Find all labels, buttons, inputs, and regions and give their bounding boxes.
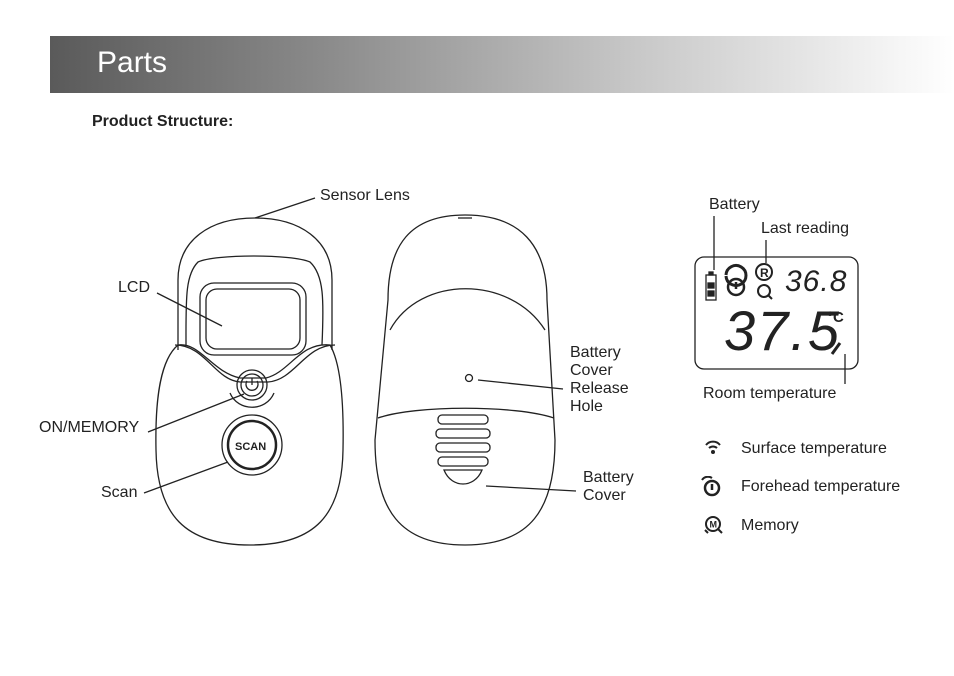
page-title: Parts <box>97 46 168 79</box>
memory-icon: M <box>704 516 723 534</box>
legend-forehead-label: Forehead temperature <box>741 478 901 495</box>
surface-temperature-icon <box>705 440 721 454</box>
lcd-screen-detail: R <box>694 216 859 384</box>
svg-text:R: R <box>760 266 769 280</box>
scan-button-text: SCAN <box>235 441 267 453</box>
front-view-device <box>143 197 344 546</box>
power-button[interactable] <box>236 369 268 401</box>
svg-text:M: M <box>710 520 718 530</box>
legend-surface-label: Surface temperature <box>741 440 887 457</box>
on-memory-label: ON/MEMORY <box>39 419 140 436</box>
lcd-label: LCD <box>118 279 151 296</box>
release-hole <box>464 373 474 383</box>
battery-cover-label-1: Battery <box>583 469 634 486</box>
forehead-temperature-icon <box>701 476 721 497</box>
room-temperature-label: Room temperature <box>703 385 837 402</box>
release-hole-label-2: Cover <box>570 362 613 379</box>
lcd-window <box>199 282 307 356</box>
back-view-device <box>374 214 577 546</box>
battery-icon <box>705 271 717 301</box>
battery-cover-label-2: Cover <box>583 487 626 504</box>
memory-icon-lcd <box>757 284 773 300</box>
release-hole-label-3: Release <box>570 380 629 397</box>
release-hole-label-1: Battery <box>570 344 621 361</box>
scan-button[interactable] <box>221 414 283 476</box>
sensor-lens-label: Sensor Lens <box>320 187 410 204</box>
lcd-small-reading: 36.8 <box>785 265 848 298</box>
forehead-icon <box>724 264 748 297</box>
last-reading-icon: R <box>755 263 773 281</box>
grip-ridges <box>435 414 491 485</box>
last-reading-label: Last reading <box>761 220 850 237</box>
section-header-bar: Parts <box>50 36 954 93</box>
lcd-unit: °C <box>827 309 844 326</box>
section-subtitle: Product Structure: <box>92 113 234 130</box>
lcd-big-reading: 37.5 <box>724 299 841 362</box>
battery-cover <box>377 407 555 419</box>
release-hole-label-4: Hole <box>570 398 603 415</box>
battery-label: Battery <box>709 196 760 213</box>
legend-memory-label: Memory <box>741 517 799 534</box>
scan-label: Scan <box>101 484 138 501</box>
